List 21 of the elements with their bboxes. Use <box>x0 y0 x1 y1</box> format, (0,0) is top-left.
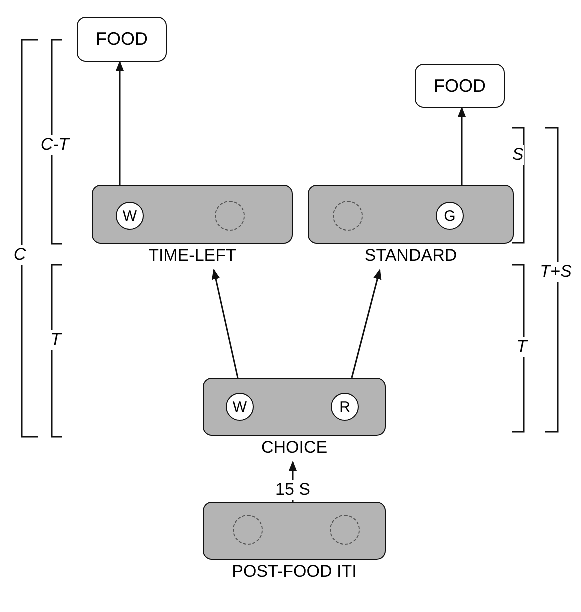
unlit-key <box>330 515 360 545</box>
unlit-key <box>215 201 245 231</box>
interval-label: T+S <box>539 262 573 282</box>
arrow <box>351 268 382 378</box>
arrow <box>116 60 124 185</box>
goal-box: FOOD <box>77 17 167 62</box>
panel-label: CHOICE <box>260 438 329 458</box>
interval-label: S <box>511 145 525 165</box>
panel-label: POST-FOOD ITI <box>231 562 358 582</box>
interval-label: T <box>516 337 528 357</box>
goal-box: FOOD <box>415 64 505 108</box>
interval-label: T <box>50 330 62 350</box>
unlit-key <box>333 201 363 231</box>
interval-label: C <box>12 245 28 265</box>
edge-label: 15 S <box>274 480 312 500</box>
arrow <box>458 106 466 185</box>
panel-label: TIME-LEFT <box>148 246 238 266</box>
panel-label: STANDARD <box>364 246 458 266</box>
unlit-key <box>233 515 263 545</box>
interval-label: C-T <box>40 135 70 155</box>
arrow <box>212 268 239 378</box>
